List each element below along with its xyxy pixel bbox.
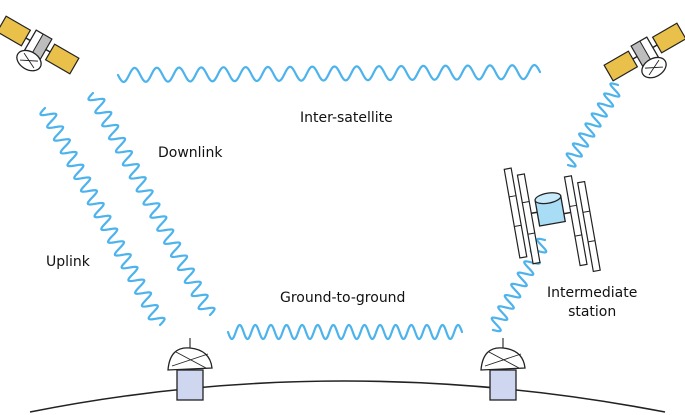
intermediate-station-label-line2: station [568,304,617,320]
inter-satellite-label: Inter-satellite [300,110,393,126]
signal-waves [39,63,621,341]
relay-to-satellite-wave [565,82,621,168]
ground-dish-icon [480,338,526,401]
solar-panel [0,15,32,47]
ground-to-ground-wave [226,323,464,341]
relay-station-icon [503,167,601,273]
earth-horizon [29,380,666,413]
satellite-icon [0,15,80,75]
downlink-label: Downlink [158,145,223,161]
uplink-wave [39,106,166,327]
inter-satellite-wave [116,63,542,84]
uplink-label: Uplink [46,254,90,270]
solar-panel [44,43,80,75]
satellite-icon [603,22,685,82]
ground-dish-icon [167,338,213,401]
solar-panel [603,50,639,82]
downlink-wave [87,91,216,317]
ground-to-ground-label: Ground-to-ground [280,290,406,306]
solar-panel [651,22,685,54]
intermediate-station-label-line1: Intermediate [547,285,638,301]
intermediate-station-label: Intermediate station [547,284,637,322]
